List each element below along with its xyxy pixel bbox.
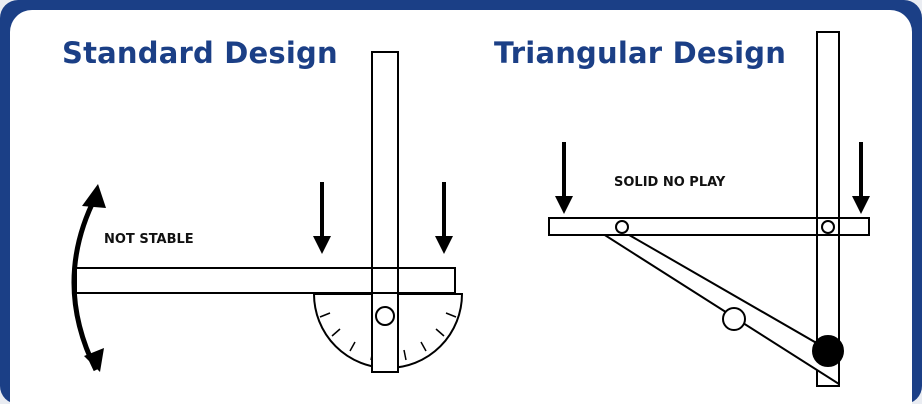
not-stable-label: NOT STABLE [104, 232, 194, 247]
curved-arrow-bottom-head [84, 348, 104, 372]
beam-brace-pin [615, 220, 629, 234]
triangular-diagonal-brace [596, 231, 840, 386]
diagram-drawing [71, 31, 870, 387]
triangular-horizontal-beam [548, 217, 870, 236]
solid-no-play-label: SOLID NO PLAY [614, 175, 726, 190]
post-beam-pin [821, 220, 835, 234]
standard-down-arrow-right-head [435, 236, 453, 254]
triangular-vertical-post [816, 31, 840, 387]
standard-design-diagram [71, 51, 464, 373]
standard-down-arrow-left-head [313, 236, 331, 254]
curved-arrow-top-head [82, 184, 106, 208]
standard-design-title: Standard Design [62, 36, 338, 70]
triangular-design-diagram [548, 31, 870, 387]
brace-midpoint-pin [722, 307, 746, 331]
diagram-panel: Standard Design Triangular Design NOT ST… [10, 10, 912, 404]
triangular-down-arrow-right-head [852, 196, 870, 214]
triangular-design-title: Triangular Design [494, 36, 787, 70]
curved-double-arrow-icon [71, 194, 99, 372]
standard-pivot-pin [375, 306, 395, 326]
triangular-down-arrow-left-head [555, 196, 573, 214]
brace-base-solid-pin [812, 335, 844, 367]
